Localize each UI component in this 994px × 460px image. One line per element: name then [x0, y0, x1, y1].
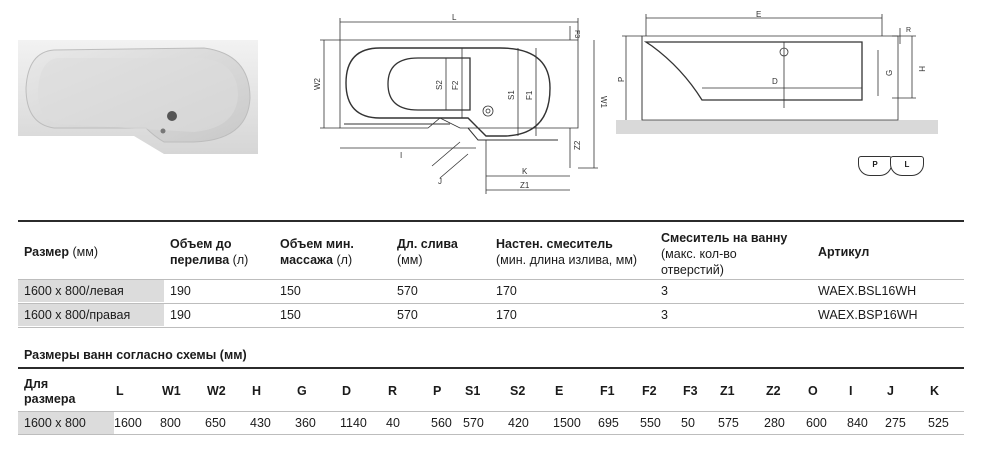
cell-drain: 570	[397, 284, 418, 298]
cell-bath-mixer: 3	[661, 284, 668, 298]
dim-Z2: Z2	[573, 140, 582, 150]
cell-j: 275	[885, 416, 906, 430]
header-col-p: P	[433, 384, 442, 398]
header-col-r: R	[388, 384, 398, 398]
header-vol-massage: Объем мин.массажа (л)	[280, 237, 354, 267]
cell-r: 40	[386, 416, 400, 430]
cell-d: 1140	[340, 416, 367, 430]
left-side-button[interactable]: L	[890, 156, 924, 176]
header-col-f2: F2	[642, 384, 657, 398]
dimensions-title: Размеры ванн согласно схемы (мм)	[24, 348, 247, 362]
outer-outline	[339, 39, 579, 129]
cell-drain: 570	[397, 308, 418, 322]
dim-F3: F3	[573, 30, 580, 38]
header-col-d: D	[342, 384, 352, 398]
header-col-g: G	[297, 384, 307, 398]
dim-R: R	[906, 27, 911, 34]
dim-Z1: Z1	[520, 181, 530, 190]
cell-s1: 570	[463, 416, 484, 430]
cell-w1: 800	[160, 416, 181, 430]
right-side-button[interactable]: P	[858, 156, 892, 176]
dim-P: P	[617, 77, 626, 82]
header-col-f3: F3	[683, 384, 698, 398]
cell-z1: 575	[718, 416, 739, 430]
cell-vol-massage: 150	[280, 308, 301, 322]
cell-z2: 280	[764, 416, 785, 430]
table-row: 1600 x 800 1600 800 650 430 360 1140 40 560 570 4…	[18, 411, 964, 435]
cell-size: 1600 x 800/левая	[24, 284, 124, 298]
cell-wall-mixer: 170	[496, 284, 517, 298]
header-wall-mixer: Настен. смеситель(мин. длина излива, мм)	[496, 237, 638, 267]
cell-k: 525	[928, 416, 949, 430]
cell-article: WAEX.BSP16WH	[818, 308, 918, 322]
cell-f2: 550	[640, 416, 661, 430]
cell-vol-overflow: 190	[170, 284, 191, 298]
cell-size: 1600 x 800/правая	[24, 308, 131, 322]
cell-wall-mixer: 170	[496, 308, 517, 322]
side-view-diagram: E R P H G D	[616, 10, 938, 134]
side-outline	[641, 35, 899, 121]
header-col-h: H	[252, 384, 262, 398]
dim-J: J	[438, 177, 442, 186]
cell-g: 360	[295, 416, 316, 430]
dim-I: I	[400, 151, 402, 160]
cell-bath-mixer: 3	[661, 308, 668, 322]
cell-e: 1500	[553, 416, 581, 430]
header-col-s1: S1	[465, 384, 481, 398]
cell-o: 600	[806, 416, 827, 430]
inner-basin	[345, 47, 551, 137]
dim-S1: S1	[507, 90, 516, 100]
dim-G: G	[885, 70, 894, 76]
cell-p: 560	[431, 416, 452, 430]
table-row: 1600 x 800/левая 190 150 570 170 3 WAEX.…	[18, 279, 964, 303]
cell-l: 1600	[114, 416, 142, 430]
header-col-w2: W2	[207, 384, 226, 398]
bathtub-photo	[18, 40, 258, 154]
cell-f3: 50	[681, 416, 695, 430]
header-col-z1: Z1	[720, 384, 735, 398]
header-col-z2: Z2	[766, 384, 781, 398]
cell-f1: 695	[598, 416, 619, 430]
cell-i: 840	[847, 416, 868, 430]
dim-W1: W1	[599, 96, 608, 109]
cell-vol-massage: 150	[280, 284, 301, 298]
dim-S2: S2	[435, 80, 444, 90]
cell-article: WAEX.BSL16WH	[818, 284, 917, 298]
cell-h: 430	[250, 416, 271, 430]
header-col-i: I	[849, 384, 853, 398]
header-col-l: L	[116, 384, 124, 398]
top-view-diagram: L F3 W2 W1 S2 F2 S1 F1 Z2 I J K Z1	[313, 13, 608, 194]
header-col-j: J	[887, 384, 894, 398]
cell-vol-overflow: 190	[170, 308, 191, 322]
dim-F1: F1	[525, 90, 534, 100]
header-col-w1: W1	[162, 384, 181, 398]
dim-H: H	[917, 66, 926, 72]
dim-F2: F2	[451, 80, 460, 90]
dim-K: K	[522, 167, 528, 176]
dim-E: E	[756, 10, 761, 19]
cell-s2: 420	[508, 416, 529, 430]
dim-D: D	[772, 77, 778, 86]
header-col-o: O	[808, 384, 818, 398]
dim-L: L	[452, 13, 457, 22]
header-col-s2: S2	[510, 384, 526, 398]
header-drain: Дл. слива(мм)	[397, 237, 458, 267]
cell-w2: 650	[205, 416, 226, 430]
table-row: 1600 x 800/правая 190 150 570 170 3 WAEX…	[18, 303, 964, 327]
header-col-f1: F1	[600, 384, 615, 398]
header-col-e: E	[555, 384, 564, 398]
cell-size: 1600 x 800	[24, 416, 86, 430]
header-col-k: K	[930, 384, 940, 398]
dim-W2: W2	[313, 77, 322, 90]
header-article: Артикул	[818, 245, 870, 259]
header-size: Размер (мм)	[24, 245, 99, 259]
